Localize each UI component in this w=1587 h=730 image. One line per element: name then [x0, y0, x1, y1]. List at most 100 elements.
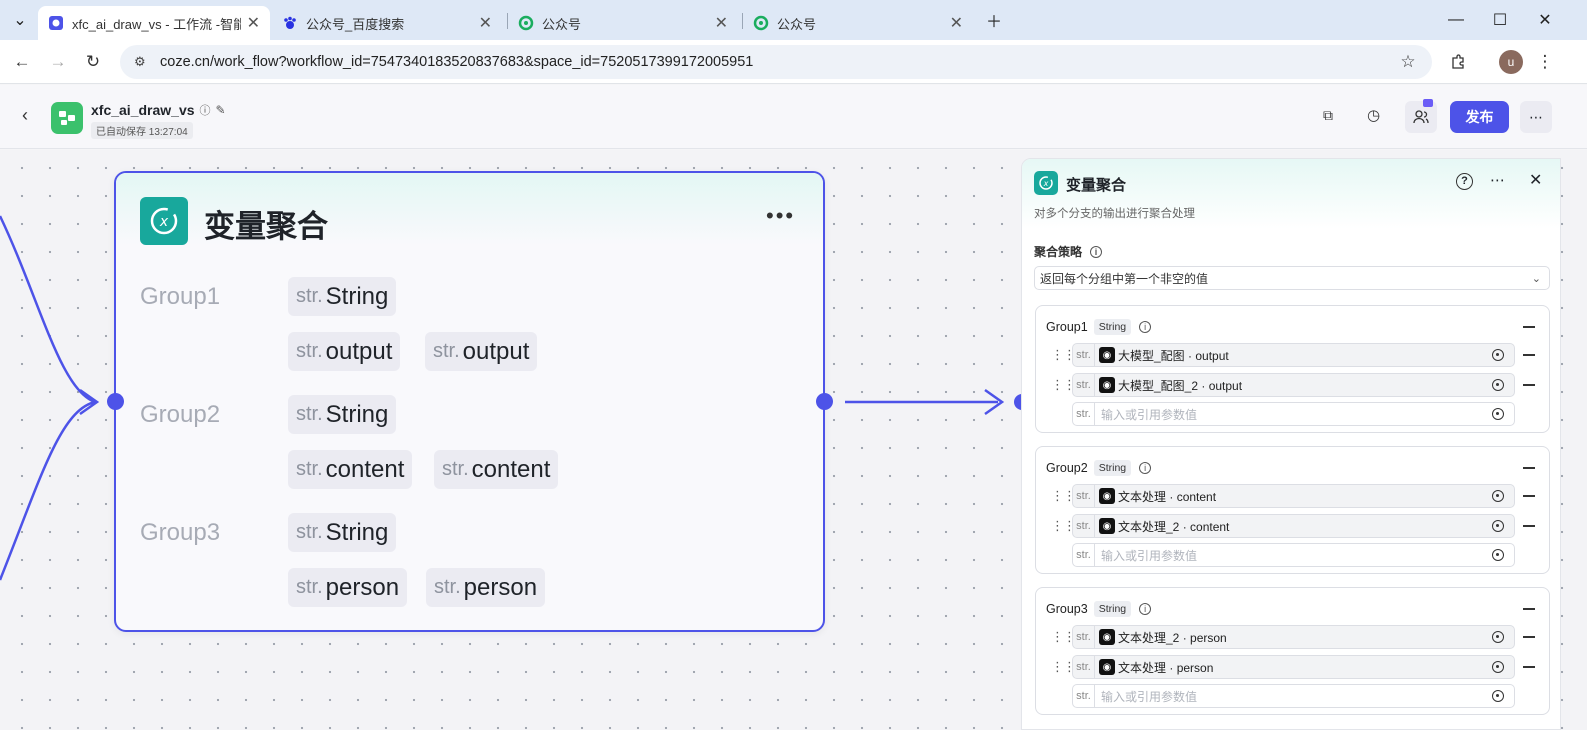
close-icon[interactable]: ✕ [949, 15, 963, 32]
info-icon[interactable]: i [1139, 462, 1152, 474]
reference-target-icon[interactable] [1492, 690, 1504, 702]
more-icon[interactable]: ⋯ [1520, 101, 1552, 133]
history-icon[interactable]: ◷ [1367, 107, 1381, 124]
info-icon[interactable]: ⓘ [199, 105, 211, 117]
strategy-select[interactable]: 返回每个分组中第一个非空的值 ⌄ [1034, 266, 1550, 290]
node-ref-icon: ◉ [1099, 518, 1115, 534]
tab-title: 公众号 [542, 16, 582, 32]
tab-baidu[interactable]: 公众号_百度搜索 ✕ [272, 6, 502, 40]
bookmark-star-icon[interactable]: ☆ [1400, 52, 1416, 71]
svg-text:x: x [1043, 179, 1049, 188]
reference-target-icon[interactable] [1492, 661, 1504, 673]
reference-target-icon[interactable] [1492, 520, 1504, 532]
new-tab-icon[interactable]: ＋ [985, 14, 1002, 31]
node-more-icon[interactable]: ••• [766, 203, 796, 228]
remove-row-icon[interactable] [1523, 354, 1535, 356]
wechat-tab-icon [753, 15, 769, 31]
reference-target-icon[interactable] [1492, 631, 1504, 643]
reference-target-icon[interactable] [1492, 379, 1504, 391]
drag-handle-icon[interactable]: ⋮⋮ [1051, 518, 1076, 533]
diamond-badge-icon [1423, 99, 1433, 107]
output-port[interactable] [816, 393, 833, 410]
remove-group-icon[interactable] [1523, 467, 1535, 469]
remove-row-icon[interactable] [1523, 525, 1535, 527]
strategy-value: 返回每个分组中第一个非空的值 [1040, 271, 1209, 286]
avatar[interactable]: u [1499, 50, 1523, 74]
collaborators-button[interactable] [1405, 99, 1437, 133]
info-icon[interactable]: i [1139, 321, 1152, 333]
forward-icon[interactable]: → [49, 52, 67, 71]
info-icon[interactable]: i [1090, 245, 1103, 258]
publish-button[interactable]: 发布 [1450, 101, 1509, 133]
reload-icon[interactable]: ↻ [85, 52, 101, 71]
browser-tab-bar: ⌄ xfc_ai_draw_vs - 工作流 -智能体 ✕ 公众号_百度搜索 ✕… [0, 0, 1587, 40]
tab-search-icon[interactable]: ⌄ [13, 12, 27, 29]
type-badge: String [1093, 460, 1132, 476]
drag-handle-icon[interactable]: ⋮⋮ [1051, 377, 1076, 392]
info-icon[interactable]: i [1139, 603, 1152, 615]
close-icon[interactable]: ✕ [478, 15, 492, 32]
remove-row-icon[interactable] [1523, 384, 1535, 386]
url-bar[interactable]: ⚙ coze.cn/work_flow?workflow_id=75473401… [120, 45, 1432, 79]
remove-row-icon[interactable] [1523, 495, 1535, 497]
tab-gzh-1[interactable]: 公众号 ✕ [508, 6, 738, 40]
autosave-status: 已自动保存 13:27:04 [91, 122, 193, 139]
variable-aggregator-node[interactable]: x 变量聚合 ••• Group1 str.String str.output … [114, 171, 825, 632]
url-text: coze.cn/work_flow?workflow_id=7547340183… [160, 54, 754, 70]
extensions-icon[interactable] [1446, 50, 1470, 74]
input-chip: str.output [425, 332, 538, 371]
type-badge: String [1093, 601, 1132, 617]
window-close-icon[interactable]: ✕ [1538, 12, 1552, 29]
ref-input[interactable]: str.◉文本处理 · content [1072, 484, 1515, 508]
browser-menu-icon[interactable]: ⋮ [1536, 52, 1554, 71]
maximize-icon[interactable]: ☐ [1492, 12, 1508, 29]
ref-input[interactable]: str.◉文本处理_2 · person [1072, 625, 1515, 649]
new-value-input[interactable]: str.输入或引用参数值 [1072, 543, 1515, 567]
ref-input[interactable]: str.◉文本处理_2 · content [1072, 514, 1515, 538]
input-chip: str.person [426, 568, 546, 607]
close-icon[interactable]: ✕ [246, 15, 260, 32]
minimize-icon[interactable]: — [1448, 11, 1464, 28]
tab-title: 公众号_百度搜索 [306, 16, 405, 32]
group-label: Group1 [140, 283, 221, 310]
reference-target-icon[interactable] [1492, 349, 1504, 361]
new-value-input[interactable]: str.输入或引用参数值 [1072, 402, 1515, 426]
remove-row-icon[interactable] [1523, 636, 1535, 638]
back-chevron-icon[interactable]: ‹ [22, 105, 28, 125]
node-header [116, 173, 823, 245]
copy-icon[interactable]: ⧉ [1323, 107, 1333, 123]
remove-row-icon[interactable] [1523, 666, 1535, 668]
tab-title: xfc_ai_draw_vs - 工作流 -智能体 [72, 16, 241, 32]
help-icon[interactable]: ? [1456, 173, 1473, 190]
remove-group-icon[interactable] [1523, 326, 1535, 328]
remove-group-icon[interactable] [1523, 608, 1535, 610]
drag-handle-icon[interactable]: ⋮⋮ [1051, 629, 1076, 644]
reference-target-icon[interactable] [1492, 408, 1504, 420]
close-icon[interactable]: ✕ [1529, 172, 1543, 189]
input-port[interactable] [107, 393, 124, 410]
type-chip: str.String [288, 513, 397, 552]
site-settings-icon[interactable]: ⚙ [134, 54, 146, 69]
drag-handle-icon[interactable]: ⋮⋮ [1051, 347, 1076, 362]
node-ref-icon: ◉ [1099, 488, 1115, 504]
tab-workflow[interactable]: xfc_ai_draw_vs - 工作流 -智能体 ✕ [38, 6, 270, 40]
group-name: Group1 [1046, 320, 1088, 334]
type-badge: String [1093, 319, 1132, 335]
ref-input[interactable]: str.◉大模型_配图_2 · output [1072, 373, 1515, 397]
reference-target-icon[interactable] [1492, 490, 1504, 502]
panel-more-icon[interactable]: ⋯ [1490, 172, 1505, 189]
edit-icon[interactable]: ✎ [215, 103, 226, 117]
back-icon[interactable]: ← [13, 52, 31, 71]
drag-handle-icon[interactable]: ⋮⋮ [1051, 488, 1076, 503]
tab-title: 公众号 [777, 16, 817, 32]
workflow-header: ‹ xfc_ai_draw_vs ⓘ ✎ 已自动保存 13:27:04 ⧉ ◷ … [0, 85, 1587, 149]
reference-target-icon[interactable] [1492, 549, 1504, 561]
close-icon[interactable]: ✕ [714, 15, 728, 32]
new-value-input[interactable]: str.输入或引用参数值 [1072, 684, 1515, 708]
ref-input[interactable]: str.◉文本处理 · person [1072, 655, 1515, 679]
wechat-tab-icon [518, 15, 534, 31]
tab-gzh-2[interactable]: 公众号 ✕ [743, 6, 973, 40]
drag-handle-icon[interactable]: ⋮⋮ [1051, 659, 1076, 674]
ref-input[interactable]: str.◉大模型_配图 · output [1072, 343, 1515, 367]
